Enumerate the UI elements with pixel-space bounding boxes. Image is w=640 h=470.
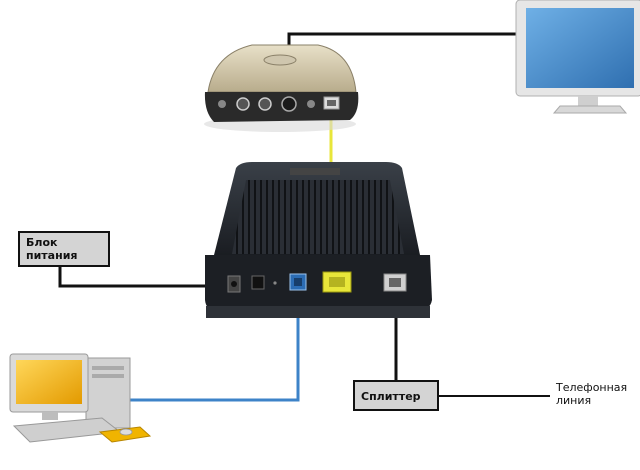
power-supply-line2: питания: [26, 249, 78, 262]
splitter-label: Сплиттер: [353, 380, 439, 411]
set-top-box-icon: [204, 44, 359, 132]
tv-monitor-icon: [515, 0, 640, 114]
splitter-text: Сплиттер: [361, 390, 421, 403]
adsl-modem-icon: [205, 162, 432, 318]
cable-power: [58, 267, 228, 288]
cable-ethernet-blue: [110, 290, 300, 402]
power-supply-label: Блок питания: [18, 231, 110, 267]
phone-line-line1: Телефонная: [556, 381, 628, 394]
phone-line-line2: линия: [556, 394, 592, 407]
power-supply-line1: Блок: [26, 236, 58, 249]
phone-line-label: Телефонная линия: [556, 381, 640, 407]
desktop-computer-icon: [9, 353, 152, 443]
